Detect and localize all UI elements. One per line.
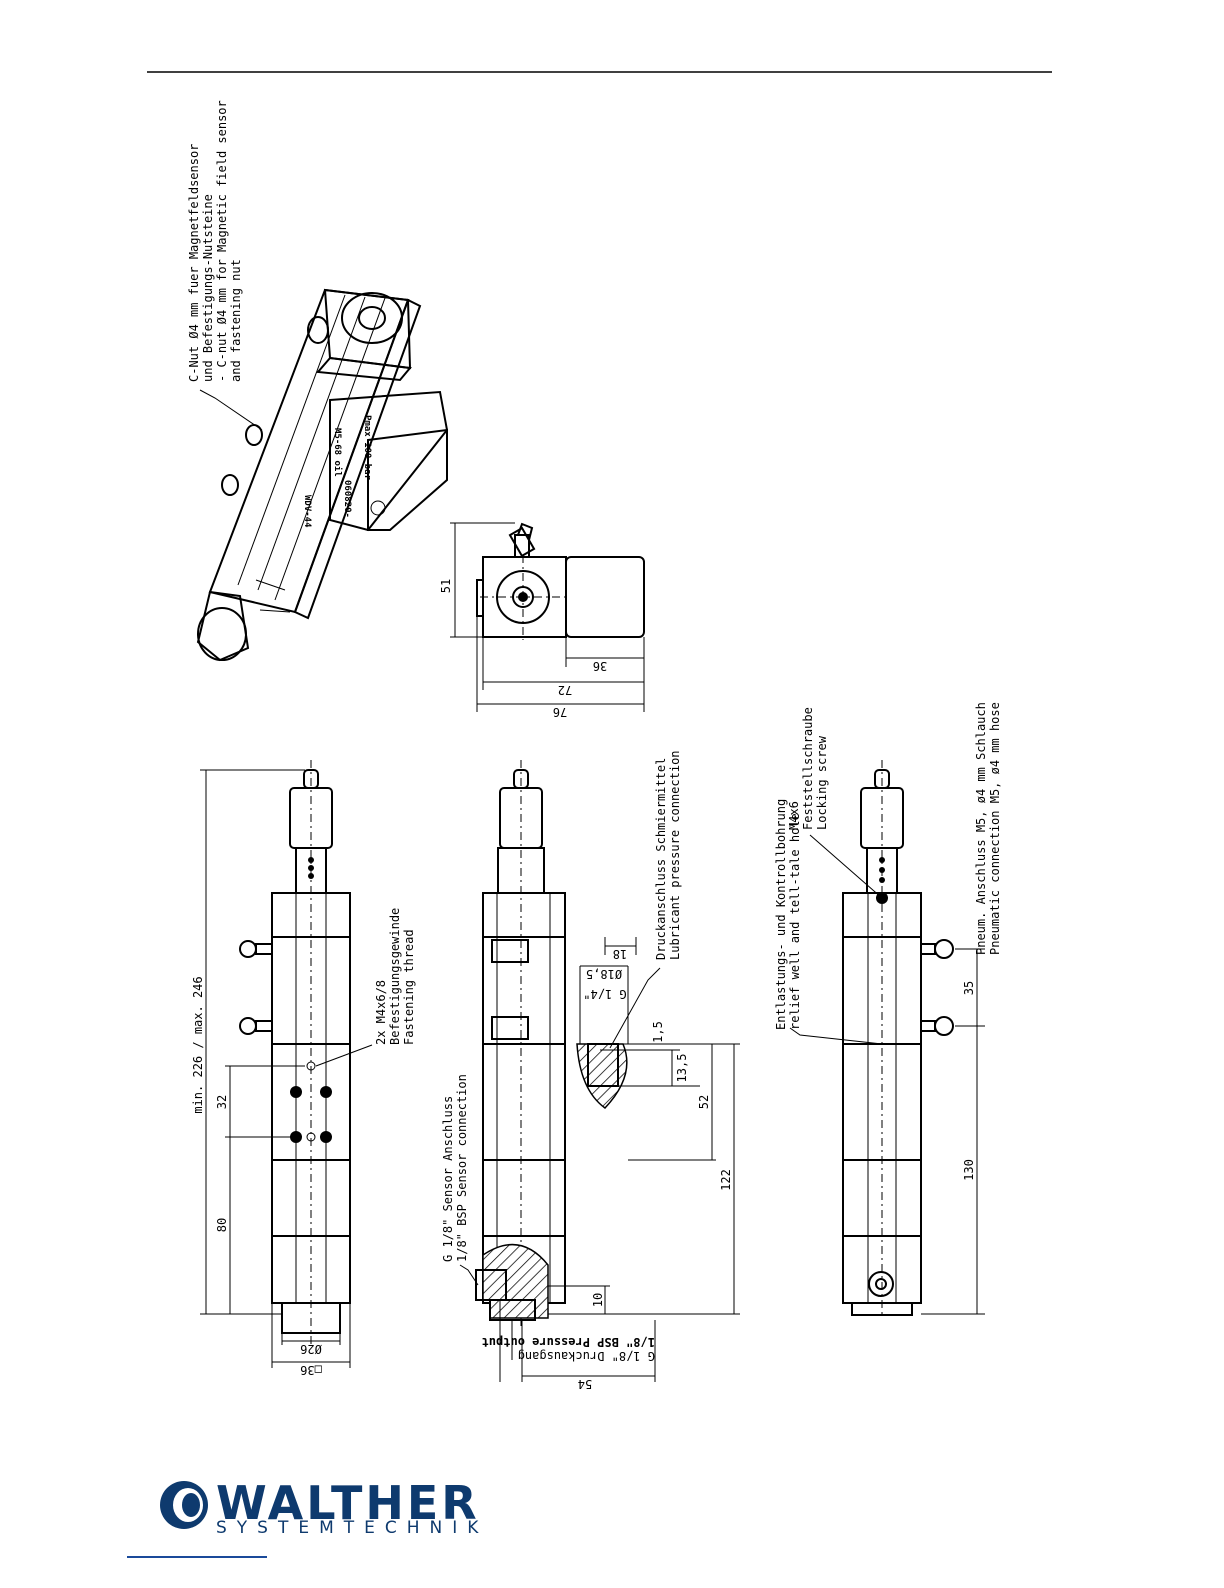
side-view-left: min. 226 / max. 246 32 80 Ø26 □36 2x M4x…: [191, 760, 416, 1377]
relief-line2: relief well and tell-tale hole: [788, 813, 802, 1030]
output-line2: 1/8" BSP Pressure output: [482, 1335, 655, 1349]
fastening-line1: 2x M4x6/8: [374, 980, 388, 1045]
fastening-line3: Fastening thread: [402, 929, 416, 1045]
dim-g14: G 1/4": [583, 987, 626, 1001]
iso-label-model: WDV-44: [302, 495, 312, 528]
dim-10: 10: [591, 1293, 605, 1307]
dim-52: 52: [697, 1095, 711, 1109]
dim-overall-length: min. 226 / max. 246: [191, 976, 205, 1113]
output-line1: G 1/8" Druckausgang: [518, 1349, 655, 1363]
dim-35: 35: [962, 981, 976, 995]
c-slot-de-line1: C-Nut Ø4 mm fuer Magnetfeldsensor: [187, 144, 201, 382]
fastening-line2: Befestigungsgewinde: [388, 908, 402, 1045]
c-slot-de-line2: und Befestigungs-Nutsteine: [201, 194, 215, 382]
dim-76: 76: [553, 705, 567, 719]
c-slot-annotation: C-Nut Ø4 mm fuer Magnetfeldsensor und Be…: [187, 100, 243, 382]
footer-rule: [127, 1556, 267, 1558]
dim-sq36: □36: [300, 1363, 322, 1377]
lube-line1: Druckanschluss Schmiermittel: [654, 758, 668, 960]
lock-line3: Locking screw: [815, 735, 829, 830]
dim-80: 80: [215, 1218, 229, 1232]
dim-36: 36: [593, 659, 607, 673]
dim-130: 130: [962, 1159, 976, 1181]
dim-1-5: 1,5: [651, 1021, 665, 1043]
dim-32: 32: [215, 1095, 229, 1109]
dim-18: 18: [613, 947, 627, 961]
brand-name: WALTHER: [216, 1476, 480, 1530]
pneu-line2: Pneumatic connection M5, ø4 mm hose: [988, 702, 1002, 955]
side-view-section: 18 Ø18,5 G 1/4" 1,5 13,5 52 122 10 54 G …: [441, 750, 740, 1391]
dim-d18-5: Ø18,5: [586, 967, 622, 981]
sensor-line2: 1/8" BSP Sensor connection: [455, 1074, 469, 1262]
dim-d26: Ø26: [300, 1342, 322, 1356]
c-slot-en-line1: - C-nut Ø4 mm for Magnetic field sensor: [215, 100, 229, 382]
c-slot-en-line2: and fastening nut: [229, 259, 243, 382]
iso-label-pmax: Pmax 100 bar: [362, 415, 372, 481]
dim-13-5: 13,5: [675, 1054, 689, 1083]
iso-label-oil: M5-68 oil: [332, 428, 343, 477]
sensor-line1: G 1/8" Sensor Anschluss: [441, 1096, 455, 1262]
dim-72: 72: [558, 683, 572, 697]
walther-logo-icon: [160, 1481, 208, 1529]
iso-label-serial: 060820-: [342, 480, 352, 518]
pneu-line1: Pneum. Anschluss M5, ø4 mm Schlauch: [974, 702, 988, 955]
lube-line2: Lubricant pressure connection: [668, 750, 682, 960]
lock-line2: Feststellschraube: [801, 707, 815, 830]
dim-51: 51: [439, 579, 453, 593]
lock-line1: M4x6: [787, 801, 801, 830]
side-view-right: 35 130 Entlastungs- und Kontrollbohrung …: [774, 702, 1002, 1316]
dim-54: 54: [578, 1377, 592, 1391]
end-view: 51 36 72 76: [439, 522, 645, 719]
brand-subtitle: SYSTEMTECHNIK: [216, 1518, 489, 1538]
relief-line1: Entlastungs- und Kontrollbohrung: [774, 799, 788, 1030]
dim-122: 122: [719, 1169, 733, 1191]
